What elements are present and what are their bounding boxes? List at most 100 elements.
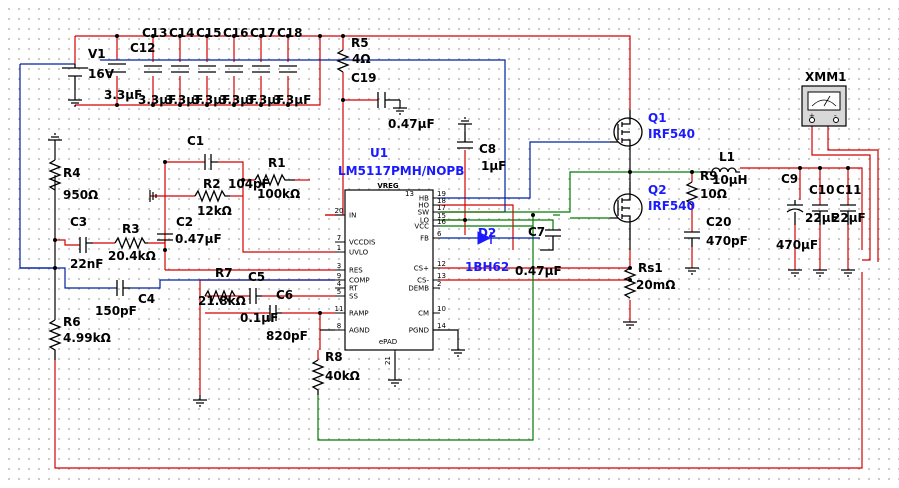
ic-pin-name: RES (349, 267, 363, 275)
ic-pin-number: 11 (335, 305, 344, 313)
ref-label: C10 (809, 183, 835, 197)
ground-icon (451, 345, 465, 357)
ref-label: C15 (196, 26, 222, 40)
ref-label: R9 (700, 169, 718, 183)
ic-pin-name: FB (420, 235, 429, 243)
ic-pin-name: DEMB (408, 285, 429, 293)
ic-pin-name: HB (419, 195, 429, 203)
value-label: 4.99kΩ (63, 331, 111, 345)
resistor-icon (311, 359, 325, 395)
mosfet-icon (610, 182, 643, 240)
ic-part-label: LM5117PMH/NOPB (338, 164, 464, 178)
diode-icon (470, 231, 540, 245)
value-label: 1µF (481, 159, 506, 173)
capacitor-icon (252, 65, 270, 73)
capacitor-icon (144, 65, 162, 73)
ground-icon (685, 267, 699, 275)
ref-label: C9 (781, 172, 798, 186)
resistor-icon (48, 159, 62, 191)
ic-title: VREG (377, 182, 399, 190)
ground-icon (788, 269, 802, 277)
value-label: 40kΩ (325, 369, 360, 383)
value-label: 3.3µF (165, 93, 203, 107)
value-label: 22nF (70, 257, 103, 271)
ic-pin-number: 14 (437, 322, 446, 330)
ic-pin-name: COMP (349, 277, 370, 285)
resistor-icon (204, 289, 236, 303)
ground-icon (48, 133, 62, 145)
ref-label: C3 (70, 215, 87, 229)
capacitor-icon (225, 65, 243, 73)
resistor-icon (685, 181, 699, 206)
ground-icon (458, 117, 472, 132)
capacitor-icon (840, 204, 856, 225)
value-label: 0.47µF (388, 117, 435, 131)
ic-pin-number: 2 (437, 280, 441, 288)
ic-pin-name: PGND (409, 327, 429, 335)
value-label: 0.47µF (515, 264, 562, 278)
wires-green (317, 171, 700, 441)
resistor-icon (254, 173, 295, 187)
value-label: 1BH62 (465, 260, 509, 274)
ic-pin-number: 15 (437, 212, 446, 220)
ic-pin-name: AGND (349, 327, 370, 335)
capacitor-icon (377, 92, 400, 108)
value-label: 3.3µF (246, 93, 284, 107)
ref-label: Q2 (648, 183, 667, 197)
ic-pin-number: 19 (437, 190, 446, 198)
ic-pin-number: 8 (337, 322, 341, 330)
ic-pin-name: SS (349, 293, 358, 301)
value-label: 10Ω (700, 187, 727, 201)
ref-label: C17 (250, 26, 276, 40)
value-label: 20.4kΩ (108, 249, 156, 263)
ic-pin-number: 7 (337, 234, 341, 242)
mosfet-icon (610, 110, 643, 150)
capacitor-icon (171, 65, 189, 73)
ref-label: R8 (325, 350, 343, 364)
ic-pin-number: 5 (337, 288, 341, 296)
resistor-icon (623, 267, 637, 299)
value-label: 12kΩ (197, 204, 232, 218)
value-label: 3.3µF (219, 93, 257, 107)
ref-label: C20 (706, 215, 732, 229)
ic-pin-number: 1 (337, 244, 341, 252)
ref-label: R2 (203, 177, 221, 191)
multimeter-minus-label: - (834, 112, 837, 120)
capacitor-icon (279, 65, 297, 73)
battery-icon (62, 64, 88, 90)
value-label: 0.1µF (240, 311, 278, 325)
ic-pin-number: 6 (437, 230, 442, 238)
component-symbols (48, 49, 856, 395)
ic-pin-name: LO (420, 217, 430, 225)
ic-pins-left: 20IN7VCCDIS1UVLO3RES9COMP4RT5SS11RAMP8AG… (335, 207, 376, 335)
capacitor-icon (684, 231, 700, 247)
ref-label: Q1 (648, 111, 667, 125)
ic-pin-name: SW (418, 209, 429, 217)
ref-label: C5 (248, 270, 265, 284)
ic-pin-number: 12 (437, 260, 446, 268)
capacitor-icon (249, 288, 262, 304)
value-label: IRF540 (648, 127, 695, 141)
value-label: 3.3µF (273, 93, 311, 107)
value-label: 820pF (266, 329, 308, 343)
wires-blue (19, 59, 610, 289)
wires-black (54, 145, 631, 375)
value-label: 10µH (712, 173, 748, 187)
ref-label: R7 (215, 266, 233, 280)
ic-pin-bottom: 21 (384, 356, 392, 365)
ref-label: R3 (122, 222, 140, 236)
capacitor-icon (108, 63, 126, 73)
ic-pin-name: RAMP (349, 310, 369, 318)
value-label: 22µF (832, 211, 866, 225)
resistor-icon (194, 189, 230, 203)
ground-icon (393, 100, 407, 115)
capacitor-icon (204, 154, 218, 170)
ref-label: R4 (63, 166, 81, 180)
ic-pin-name: UVLO (349, 249, 369, 257)
ground-icon (623, 321, 637, 329)
ic-pin-number: 17 (437, 204, 446, 212)
capacitor-icon (457, 132, 473, 149)
ref-label: L1 (719, 150, 735, 164)
value-label: 3.3µF (138, 93, 176, 107)
